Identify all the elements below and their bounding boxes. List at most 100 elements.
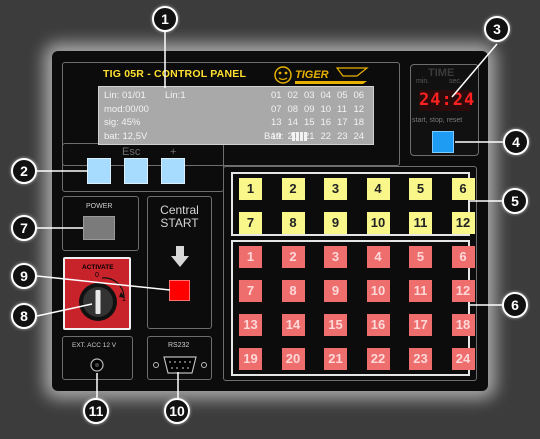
- lcd-channel-number: 20: [287, 131, 299, 143]
- activate-label: ACTIVATE: [82, 264, 114, 271]
- red-button-1[interactable]: 1: [239, 246, 262, 268]
- yellow-button-3[interactable]: 3: [324, 178, 347, 200]
- yellow-button-10[interactable]: 10: [366, 212, 390, 234]
- power-label: POWER: [86, 203, 113, 210]
- time-title: TIME: [428, 67, 455, 79]
- lcd-mode: mod:00/00: [104, 104, 149, 115]
- panel-title: TIG 05R - CONTROL PANEL: [103, 68, 247, 80]
- callout-11: 11: [83, 398, 109, 424]
- lcd-battery-label: Batt:: [264, 131, 284, 142]
- plus-label: +: [170, 146, 177, 158]
- red-button-9[interactable]: 9: [324, 280, 347, 302]
- plus-button[interactable]: [161, 158, 185, 184]
- arrow-down-icon: [171, 246, 189, 267]
- lcd-channel-number: 12: [353, 103, 365, 115]
- lcd-channel-number: 01: [271, 90, 282, 101]
- red-button-7[interactable]: 7: [239, 280, 262, 302]
- lcd-channel-number: 24: [353, 131, 365, 143]
- lcd-channel-number: 10: [320, 103, 332, 115]
- callout-9: 9: [11, 263, 37, 289]
- red-button-24[interactable]: 24: [451, 348, 475, 370]
- yellow-button-8[interactable]: 8: [281, 212, 305, 234]
- central-label-line1: Central: [160, 203, 199, 217]
- lcd-channel-number: 03: [304, 90, 315, 101]
- red-button-16[interactable]: 16: [366, 314, 390, 336]
- callout-5: 5: [502, 188, 528, 214]
- yellow-button-1[interactable]: 1: [239, 178, 262, 200]
- callout-8: 8: [11, 303, 37, 329]
- rs232-port-icon[interactable]: [152, 354, 208, 376]
- logo-text: TIGER: [295, 69, 329, 81]
- red-button-4[interactable]: 4: [366, 246, 390, 268]
- callout-2: 2: [11, 158, 37, 184]
- red-button-19[interactable]: 19: [239, 348, 262, 370]
- lcd-channel-number: 23: [337, 131, 348, 143]
- callout-6: 6: [502, 292, 528, 318]
- yellow-button-11[interactable]: 11: [409, 212, 432, 234]
- lcd-channel-number: 08: [287, 103, 299, 115]
- time-display: 24:24: [419, 90, 476, 111]
- red-button-12[interactable]: 12: [451, 280, 475, 302]
- lcd-channel-number: 21: [304, 131, 315, 143]
- red-button-15[interactable]: 15: [324, 314, 347, 336]
- lcd-line-id: Lin: 01/01: [104, 90, 146, 101]
- red-button-14[interactable]: 14: [281, 314, 305, 336]
- yellow-button-7[interactable]: 7: [239, 212, 262, 234]
- red-button-2[interactable]: 2: [281, 246, 305, 268]
- red-button-13[interactable]: 13: [239, 314, 262, 336]
- red-button-8[interactable]: 8: [281, 280, 305, 302]
- tiger-logo: TIGER: [274, 66, 369, 84]
- power-button[interactable]: [83, 216, 115, 240]
- callout-4: 4: [503, 129, 529, 155]
- power-panel-frame: [62, 196, 139, 251]
- yellow-button-6[interactable]: 6: [451, 178, 475, 200]
- lcd-channel-number: 07: [271, 103, 282, 115]
- rs232-label: RS232: [168, 342, 190, 349]
- lcd-signal: sig: 45%: [104, 117, 141, 128]
- central-panel-frame: [147, 196, 212, 329]
- lcd-channel-number: 18: [353, 117, 365, 129]
- lcd-channel-number: 19: [271, 131, 282, 143]
- key-icon[interactable]: [66, 272, 130, 328]
- lcd-channel-number: 15: [304, 117, 315, 129]
- battery-level-icon: [292, 132, 308, 141]
- lcd-channel-number: 17: [337, 117, 348, 129]
- power-jack-icon[interactable]: [89, 357, 105, 373]
- lcd-battery-voltage: bat: 12,5V: [104, 131, 148, 142]
- lcd-channel-number: 16: [320, 117, 332, 129]
- esc-button[interactable]: [124, 158, 148, 184]
- central-label-line2: START: [160, 216, 199, 230]
- top-panel-frame: [62, 62, 400, 166]
- red-button-22[interactable]: 22: [366, 348, 390, 370]
- lcd-channel-number: 09: [304, 103, 315, 115]
- callout-1: 1: [152, 6, 178, 32]
- esc-label: Esc: [122, 146, 141, 158]
- red-button-10[interactable]: 10: [366, 280, 390, 302]
- lcd-channel-number: 04: [320, 90, 332, 101]
- lcd-channel-number: 13: [271, 117, 282, 129]
- red-button-18[interactable]: 18: [451, 314, 475, 336]
- red-button-6[interactable]: 6: [451, 246, 475, 268]
- red-button-20[interactable]: 20: [281, 348, 305, 370]
- yellow-button-12[interactable]: 12: [451, 212, 475, 234]
- central-start-label: Central START: [150, 204, 209, 230]
- red-button-3[interactable]: 3: [324, 246, 347, 268]
- red-button-5[interactable]: 5: [409, 246, 432, 268]
- timer-start-stop-button[interactable]: [432, 131, 454, 153]
- yellow-button-9[interactable]: 9: [324, 212, 347, 234]
- lcd-line-number: Lin:1: [165, 90, 186, 101]
- yellow-button-4[interactable]: 4: [366, 178, 390, 200]
- lcd-channel-number: 22: [320, 131, 332, 143]
- red-button-23[interactable]: 23: [409, 348, 432, 370]
- red-button-17[interactable]: 17: [409, 314, 432, 336]
- yellow-button-5[interactable]: 5: [409, 178, 432, 200]
- activate-zero-label: 0: [95, 272, 99, 279]
- activate-one-label: 1: [122, 296, 126, 303]
- red-button-11[interactable]: 11: [409, 280, 432, 302]
- rs232-panel-frame: [147, 336, 212, 380]
- ext-acc-label: EXT. ACC 12 V: [72, 342, 117, 349]
- yellow-button-2[interactable]: 2: [281, 178, 305, 200]
- red-button-21[interactable]: 21: [324, 348, 347, 370]
